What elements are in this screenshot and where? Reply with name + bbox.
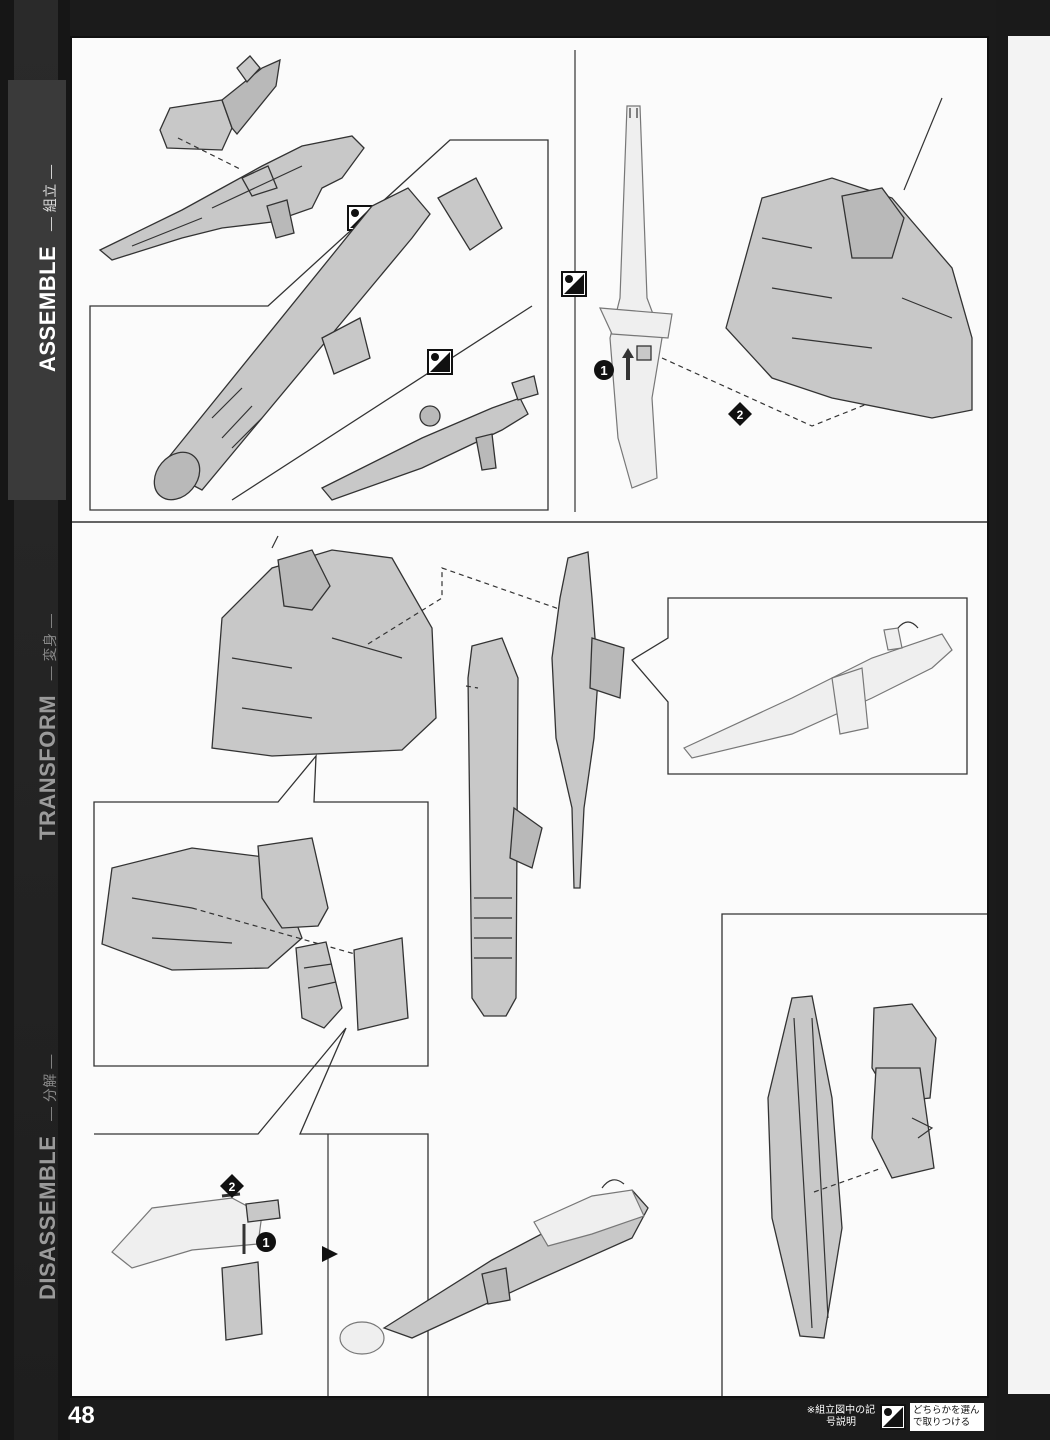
section-jp-assemble: — 組立 —	[42, 164, 58, 232]
adjacent-page-strip	[996, 0, 1050, 1440]
guide-line-torso	[661, 357, 933, 427]
bazooka-disassembled-part	[339, 1189, 649, 1355]
forearm-part-2	[871, 1003, 937, 1179]
clear-arm-part	[111, 1197, 263, 1269]
next-step-arrow	[322, 1246, 338, 1262]
sidebar-section-disassemble: DISASSEMBLE — 分解 —	[0, 960, 70, 1300]
callout-frame-bazooka	[89, 139, 549, 511]
callout-frame-shield	[721, 913, 987, 1396]
rotate-arrow-shield	[911, 1117, 934, 1139]
section-label-disassemble: DISASSEMBLE	[35, 1135, 60, 1300]
adjacent-page	[1008, 36, 1050, 1394]
section-jp-transform: — 変身 —	[42, 613, 58, 681]
section-jp-disassemble: — 分解 —	[42, 1054, 58, 1121]
forearm-part	[257, 837, 329, 929]
shield-hand-part	[353, 937, 409, 1031]
guide-line-hand-2	[191, 907, 363, 957]
torso-part	[725, 97, 973, 419]
svg-text:1: 1	[600, 363, 607, 378]
sidebar-section-assemble: ASSEMBLE — 組立 —	[0, 0, 70, 500]
choose-one-icon-2	[427, 349, 453, 375]
clear-weapon-part	[599, 105, 673, 489]
svg-text:2: 2	[737, 408, 744, 422]
guide-line-bazooka	[465, 685, 479, 689]
page-number: 48	[68, 1402, 95, 1429]
clear-rifle-part	[683, 627, 953, 759]
section-label-transform: TRANSFORM	[35, 694, 60, 840]
step-badge-2: 2	[728, 402, 752, 426]
choose-one-icon-legend	[880, 1404, 906, 1430]
callout-line-machinegun	[231, 305, 533, 501]
legend-note: ※組立図中の記号説明	[806, 1405, 876, 1428]
rotate-arrow-top	[897, 621, 919, 629]
machine-gun-part	[320, 375, 539, 501]
manual-page: .pt { fill: #c8c8c8; stroke: #333; strok…	[70, 36, 989, 1398]
bazooka-vertical-part	[467, 637, 543, 1017]
shield-part	[767, 995, 843, 1339]
step-badge-d2: 2	[220, 1174, 244, 1198]
callout-frame-hand	[93, 754, 429, 1067]
guide-line-shield	[813, 1167, 883, 1193]
bazooka-part	[153, 177, 503, 501]
rotate-arrow-bottom	[601, 1179, 625, 1189]
sidebar-section-transform: TRANSFORM — 変身 —	[0, 520, 70, 840]
svg-text:2: 2	[229, 1180, 236, 1194]
symbol-legend: ※組立図中の記号説明 どちらかを選んで取りつける	[806, 1400, 986, 1434]
step-badge-1: 1	[594, 360, 614, 380]
step-badge-d1: 1	[256, 1232, 276, 1252]
section-sidebar: ASSEMBLE — 組立 — TRANSFORM — 変身 — DISASSE…	[0, 0, 70, 1440]
torso-part-2	[211, 535, 437, 757]
choose-one-icon-3	[561, 271, 587, 297]
rifle-part	[98, 135, 365, 261]
grip-part	[221, 1199, 281, 1341]
rifle-vertical-part	[551, 551, 625, 889]
hand-part	[159, 55, 281, 151]
guide-line-mid	[367, 567, 563, 645]
callout-frame-disassemble	[94, 1027, 429, 1396]
svg-text:1: 1	[262, 1235, 269, 1250]
guide-line-hand	[177, 137, 243, 171]
open-hand-part	[295, 941, 343, 1029]
assembly-diagram: .pt { fill: #c8c8c8; stroke: #333; strok…	[72, 50, 987, 1396]
legend-text: どちらかを選んで取りつける	[910, 1403, 984, 1431]
connector-peg	[636, 345, 652, 361]
section-label-assemble: ASSEMBLE	[35, 245, 60, 372]
callout-frame-clear-rifle	[631, 597, 968, 775]
